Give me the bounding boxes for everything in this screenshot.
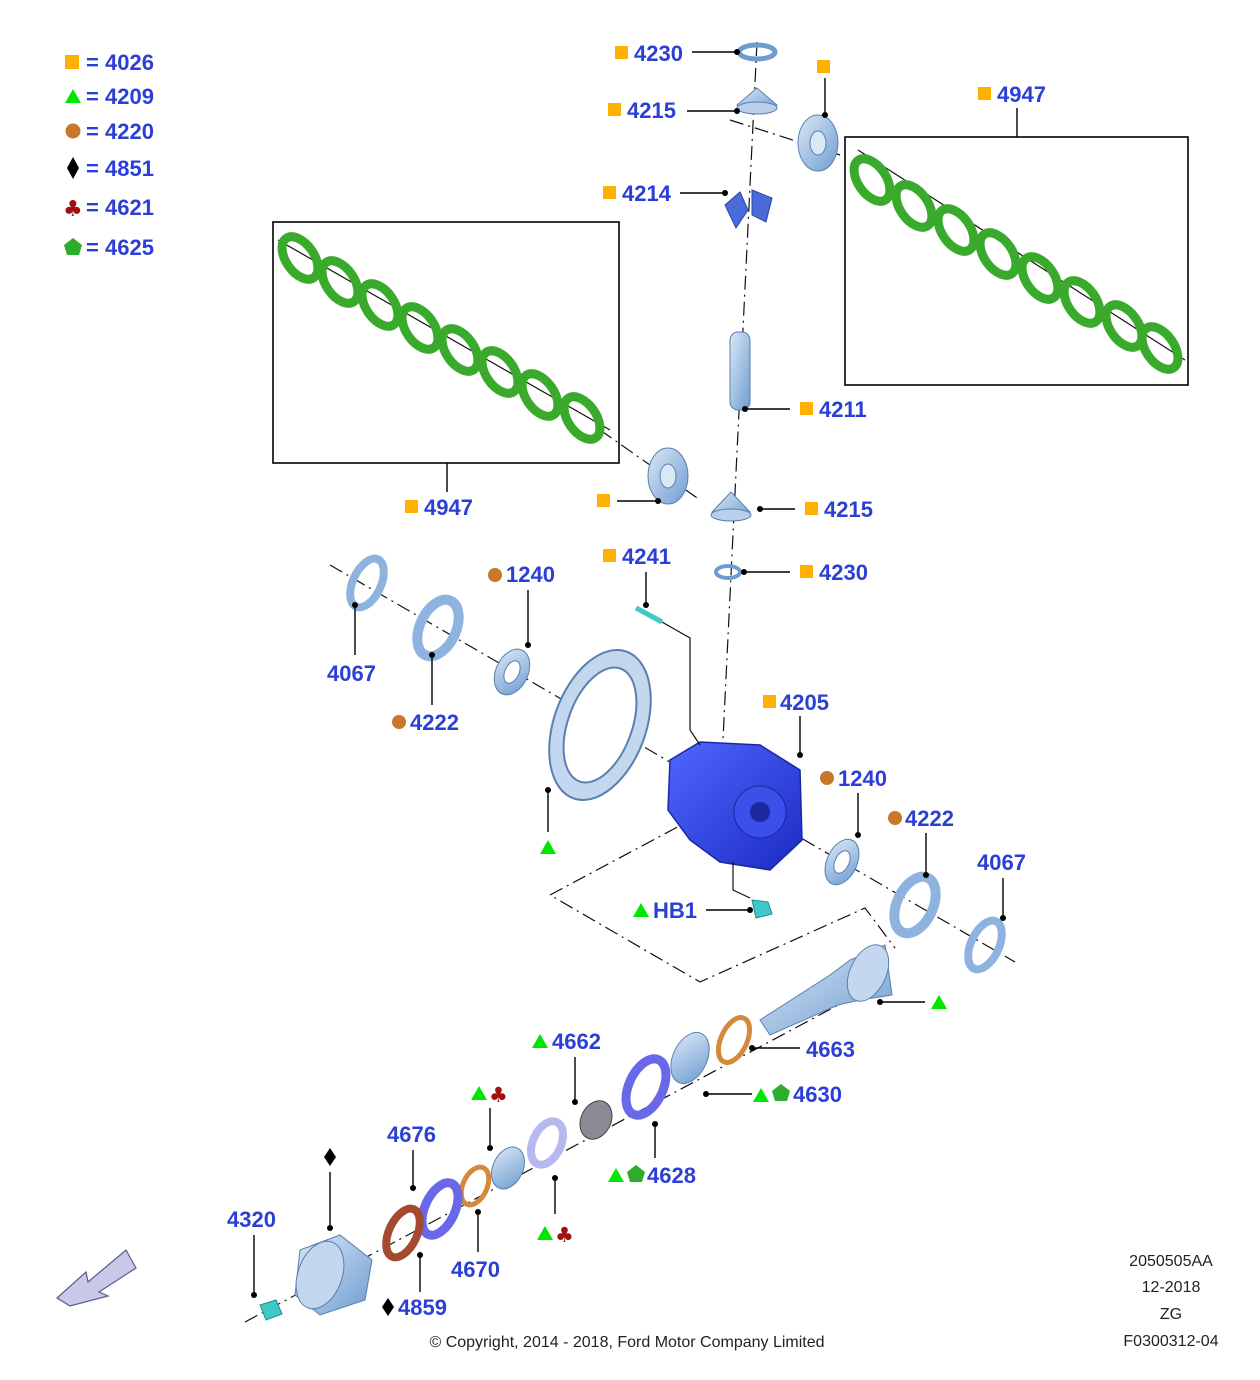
callout-4222-left: 4222: [410, 710, 459, 735]
pentagon-icon: [627, 1165, 645, 1182]
legend-eq: =: [86, 235, 99, 260]
legend-code-4621: 4621: [105, 195, 154, 220]
triangle-icon: [65, 89, 81, 103]
diamond-icon: [324, 1148, 336, 1166]
callout-4630: 4630: [793, 1082, 842, 1107]
square-icon: [603, 186, 616, 199]
callouts: 4230 4215 4214 4947 4211 4947 4215: [227, 41, 1046, 1320]
square-icon: [608, 103, 621, 116]
circle-icon: [392, 715, 406, 729]
callout-1240-left: 1240: [506, 562, 555, 587]
legend-eq: =: [86, 156, 99, 181]
callout-4222-right: 4222: [905, 806, 954, 831]
square-icon: [65, 55, 79, 69]
callout-1240-right: 1240: [838, 766, 887, 791]
doc-date: 12-2018: [1142, 1279, 1201, 1296]
callout-4230: 4230: [634, 41, 683, 66]
copyright: © Copyright, 2014 - 2018, Ford Motor Com…: [429, 1334, 824, 1351]
triangle-icon: [753, 1088, 769, 1102]
triangle-icon: [608, 1168, 624, 1182]
footer: 2050505AA 12-2018 ZG F0300312-04 © Copyr…: [429, 1253, 1218, 1351]
callout-4215-mid: 4215: [824, 497, 873, 522]
square-icon: [763, 695, 776, 708]
square-icon: [405, 500, 418, 513]
figure-id: F0300312-04: [1123, 1333, 1218, 1350]
callout-4662: 4662: [552, 1029, 601, 1054]
callout-4067-right: 4067: [977, 850, 1026, 875]
callout-4628: 4628: [647, 1163, 696, 1188]
triangle-icon: [540, 840, 556, 854]
square-icon: [978, 87, 991, 100]
parts-upper: [634, 42, 839, 625]
legend-code-4625: 4625: [105, 235, 154, 260]
square-icon: [800, 402, 813, 415]
square-icon: [597, 494, 610, 507]
callout-4205: 4205: [780, 690, 829, 715]
diamond-icon: [67, 157, 79, 179]
doc-code: ZG: [1160, 1306, 1182, 1323]
legend-code-4026: 4026: [105, 50, 154, 75]
legend-eq: =: [86, 50, 99, 75]
club-icon: ♣: [555, 1223, 574, 1247]
circle-icon: [65, 123, 81, 139]
legend-code-4851: 4851: [105, 156, 154, 181]
circle-icon: [820, 771, 834, 785]
clutch-pack-box-left: [272, 221, 620, 464]
clutch-discs-right: [849, 154, 1183, 374]
callout-4214: 4214: [622, 181, 672, 206]
triangle-icon: [532, 1034, 548, 1048]
pentagon-icon: [64, 238, 82, 255]
callout-4320: 4320: [227, 1207, 276, 1232]
triangle-icon: [633, 903, 649, 917]
callout-hb1: HB1: [653, 898, 697, 923]
callout-4230-mid: 4230: [819, 560, 868, 585]
legend-code-4209: 4209: [105, 84, 154, 109]
callout-4947-left: 4947: [424, 495, 473, 520]
clutch-discs-left: [277, 232, 605, 444]
center-lines: [244, 41, 1186, 1323]
square-icon: [603, 549, 616, 562]
square-icon: [800, 565, 813, 578]
direction-arrow-icon: [56, 1249, 137, 1307]
parts-pinion: [259, 944, 893, 1321]
callout-4215: 4215: [627, 98, 676, 123]
callout-4676: 4676: [387, 1122, 436, 1147]
square-icon: [805, 502, 818, 515]
circle-icon: [488, 568, 502, 582]
doc-id: 2050505AA: [1129, 1253, 1213, 1270]
parts-differential: [346, 554, 1006, 974]
triangle-icon: [931, 995, 947, 1009]
club-icon: ♣: [63, 197, 83, 222]
circle-icon: [888, 811, 902, 825]
diamond-icon: [382, 1298, 394, 1316]
legend-eq: =: [86, 84, 99, 109]
legend-code-4220: 4220: [105, 119, 154, 144]
legend-eq: =: [86, 195, 99, 220]
pentagon-icon: [772, 1084, 790, 1101]
square-icon: [615, 46, 628, 59]
callout-4663: 4663: [806, 1037, 855, 1062]
callout-4067-left: 4067: [327, 661, 376, 686]
callout-4211: 4211: [819, 397, 867, 422]
legend: = 4026 = 4209 = 4220 = 4851 ♣ = 4621 = 4…: [63, 50, 154, 260]
square-icon: [817, 60, 830, 73]
callout-4947-right: 4947: [997, 82, 1046, 107]
callout-4670: 4670: [451, 1257, 500, 1282]
callout-4859: 4859: [398, 1295, 447, 1320]
triangle-icon: [471, 1086, 487, 1100]
triangle-icon: [537, 1226, 553, 1240]
callout-4241: 4241: [622, 544, 671, 569]
club-icon: ♣: [489, 1083, 508, 1107]
legend-eq: =: [86, 119, 99, 144]
